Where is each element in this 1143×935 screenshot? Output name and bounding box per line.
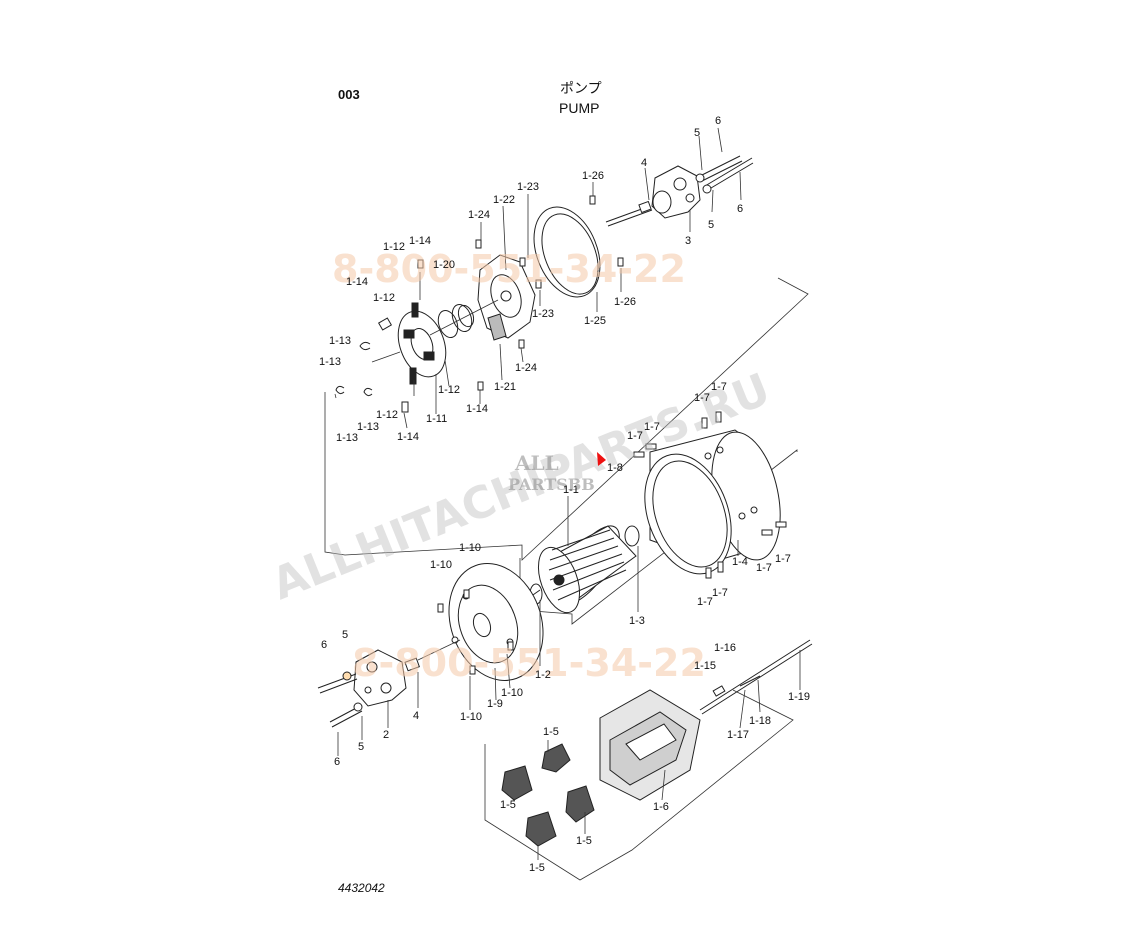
callout-label: 1-7 bbox=[712, 587, 728, 599]
callout-label: 1-22 bbox=[493, 194, 515, 206]
callout-label: 1-9 bbox=[487, 698, 503, 710]
callout-label: 1-12 bbox=[373, 292, 395, 304]
callout-label: 1-14 bbox=[409, 235, 431, 247]
callout-labels: 6 5 4 1-26 5 6 3 1-23 1-22 1-24 1-14 1-1… bbox=[319, 115, 810, 874]
callout-label: 1-13 bbox=[329, 335, 351, 347]
callout-label: 1-24 bbox=[468, 209, 490, 221]
callout-label: 1-10 bbox=[430, 559, 452, 571]
callout-label: 1-8 bbox=[607, 462, 623, 474]
callout-label: 1-20 bbox=[433, 259, 455, 271]
callout-label: 1-12 bbox=[376, 409, 398, 421]
callout-label: 6 bbox=[737, 203, 743, 215]
callout-label: 1-17 bbox=[727, 729, 749, 741]
callout-label: 1-15 bbox=[694, 660, 716, 672]
callout-label: 1-5 bbox=[543, 726, 559, 738]
callout-label: 1-13 bbox=[319, 356, 341, 368]
callout-label: 1-21 bbox=[494, 381, 516, 393]
callout-label: 5 bbox=[694, 127, 700, 139]
callout-label: 1-25 bbox=[584, 315, 606, 327]
callout-label: 1-26 bbox=[582, 170, 604, 182]
callout-label: 4 bbox=[413, 710, 419, 722]
callout-label: 1-23 bbox=[517, 181, 539, 193]
callout-label: 1-7 bbox=[711, 381, 727, 393]
callout-label: 1-7 bbox=[697, 596, 713, 608]
watermark-logo-line2: PARTSBB bbox=[508, 475, 595, 494]
callout-label: 1-16 bbox=[714, 642, 736, 654]
armature-1-1 bbox=[529, 525, 640, 614]
watermark-logo-line1: ALL bbox=[514, 451, 559, 475]
callout-label: 1-3 bbox=[629, 615, 645, 627]
title-japanese: ポンプ bbox=[560, 80, 602, 96]
callout-label: 1-10 bbox=[501, 687, 523, 699]
callout-label: 1-14 bbox=[346, 276, 368, 288]
title-english: PUMP bbox=[559, 100, 599, 116]
callout-label: 1-5 bbox=[576, 835, 592, 847]
callout-label: 1-18 bbox=[749, 715, 771, 727]
callout-label: 1-19 bbox=[788, 691, 810, 703]
callout-label: 1-7 bbox=[694, 392, 710, 404]
callout-label: 1-13 bbox=[357, 421, 379, 433]
callout-label: 5 bbox=[358, 741, 364, 753]
o-ring-1-25 bbox=[533, 206, 601, 298]
callout-label: 1-5 bbox=[529, 862, 545, 874]
callout-label: 1-4 bbox=[732, 556, 748, 568]
top-pump-assembly bbox=[605, 155, 754, 227]
callout-label: 2 bbox=[383, 729, 389, 741]
callout-label: 1-12 bbox=[383, 241, 405, 253]
logo-mark bbox=[597, 452, 606, 466]
callout-label: 1-13 bbox=[336, 432, 358, 444]
callout-label: 1-6 bbox=[653, 801, 669, 813]
callout-label: 1-7 bbox=[644, 421, 660, 433]
callout-label: 4 bbox=[641, 157, 647, 169]
callout-label: 5 bbox=[342, 629, 348, 641]
callout-label: 1-24 bbox=[515, 362, 537, 374]
callout-label: 6 bbox=[321, 639, 327, 651]
watermark-phone-top: 8-800-551-34-22 bbox=[332, 247, 686, 291]
brush-holder-assembly bbox=[335, 272, 499, 413]
callout-label: 1-5 bbox=[500, 799, 516, 811]
yoke-1-4 bbox=[644, 429, 781, 575]
end-bracket-1-9 bbox=[448, 563, 544, 681]
callout-label: 1-12 bbox=[438, 384, 460, 396]
callout-label: 1-26 bbox=[614, 296, 636, 308]
callout-label: 1-1 bbox=[563, 484, 579, 496]
callout-label: 1-7 bbox=[756, 562, 772, 574]
callout-label: 1-14 bbox=[466, 403, 488, 415]
leader-lines bbox=[337, 127, 801, 860]
screws bbox=[417, 195, 787, 675]
page-code: 003 bbox=[338, 87, 360, 102]
callout-label: 1-11 bbox=[426, 413, 447, 425]
drawing-number: 4432042 bbox=[338, 881, 385, 895]
callout-label: 5 bbox=[708, 219, 714, 231]
callout-label: 1-23 bbox=[532, 308, 554, 320]
callout-label: 1-14 bbox=[397, 431, 419, 443]
bottom-pump-assembly bbox=[317, 639, 461, 728]
callout-label: 1-7 bbox=[775, 553, 791, 565]
callout-label: 1-7 bbox=[627, 430, 643, 442]
callout-label: 1-2 bbox=[535, 669, 551, 681]
callout-label: 6 bbox=[715, 115, 721, 127]
watermark-phone-bottom: 8-800-551-34-22 bbox=[352, 641, 706, 685]
field-coil-assembly bbox=[501, 639, 813, 847]
end-bracket-1-22 bbox=[477, 254, 536, 341]
callout-label: 1-10 bbox=[459, 542, 481, 554]
callout-label: 3 bbox=[685, 235, 691, 247]
callout-label: 6 bbox=[334, 756, 340, 768]
callout-label: 1-10 bbox=[460, 711, 482, 723]
